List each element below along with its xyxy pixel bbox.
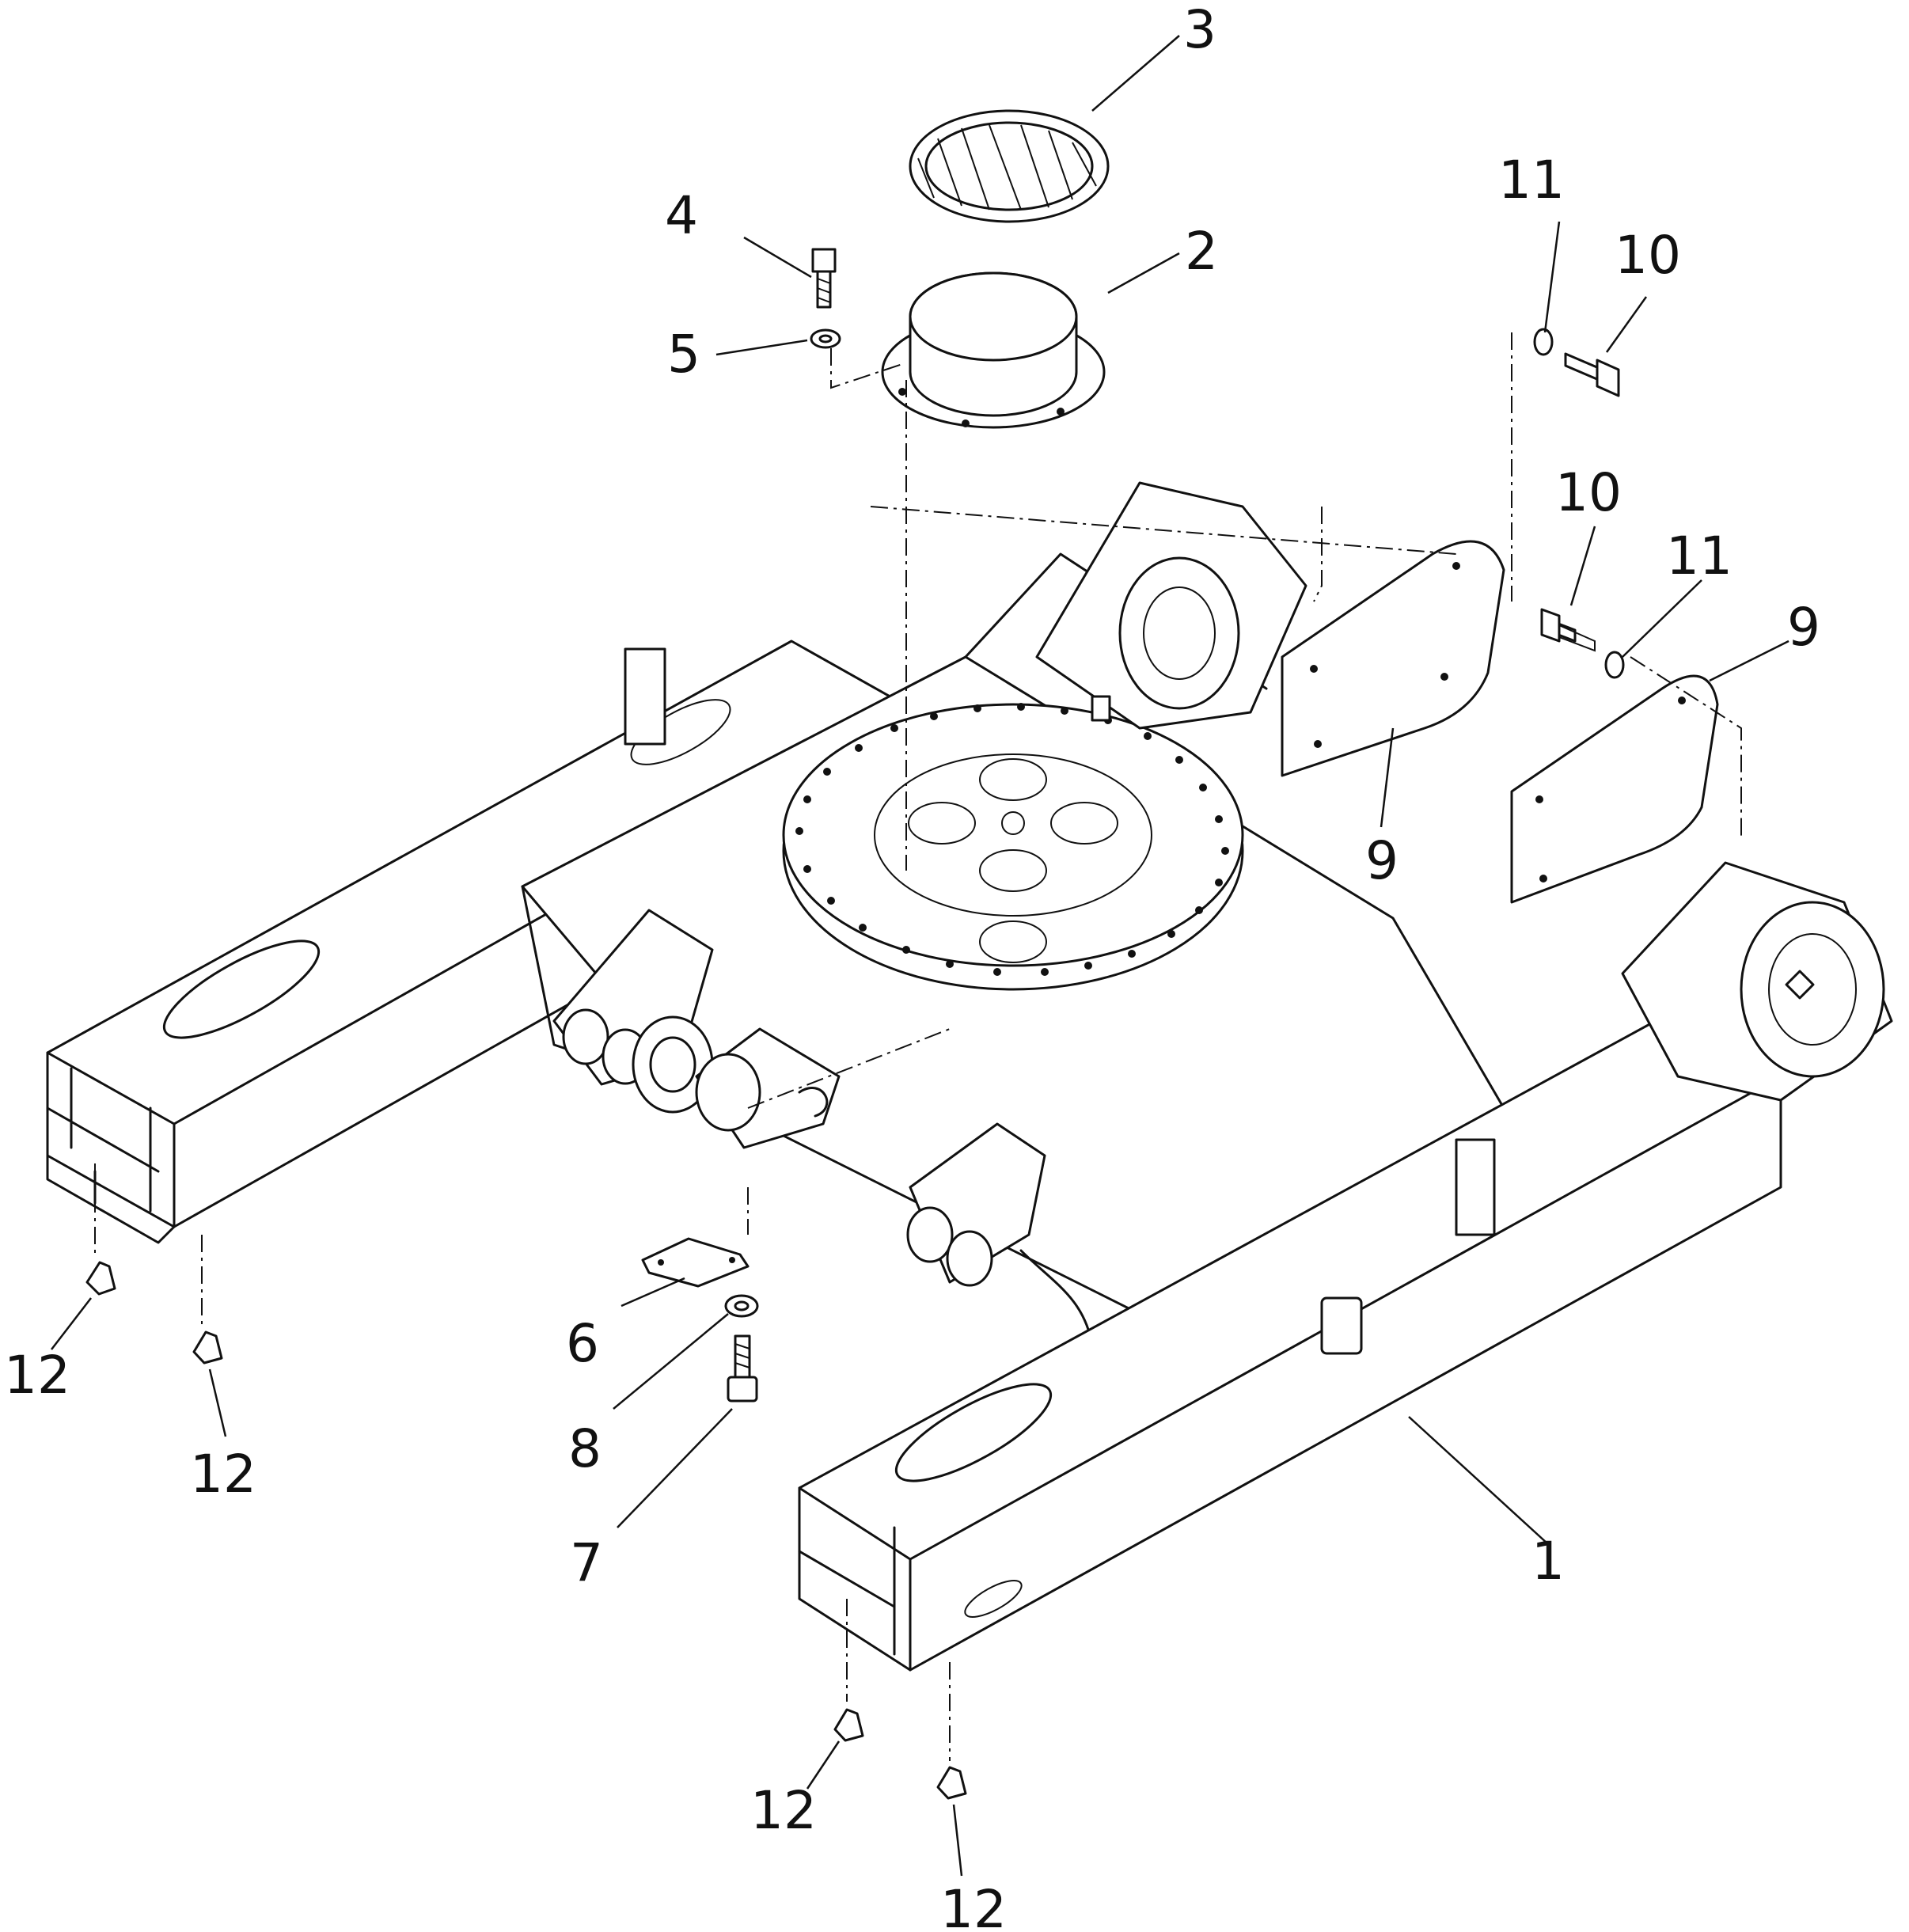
- callout-12-d: 12: [940, 1879, 1007, 1932]
- callout-5: 5: [667, 324, 700, 385]
- callout-2: 2: [1185, 221, 1218, 282]
- seal-ring-part-3: [909, 109, 1110, 223]
- callout-6: 6: [566, 1313, 599, 1374]
- callout-1: 1: [1531, 1531, 1565, 1592]
- callout-7: 7: [570, 1532, 603, 1593]
- callout-12-b: 12: [190, 1444, 256, 1505]
- callout-9-b: 9: [1787, 597, 1820, 658]
- assembly-centerlines: [94, 332, 1742, 1761]
- callout-10-a: 10: [1615, 225, 1681, 286]
- cover-plate-part-6: [641, 1237, 750, 1288]
- washer-part-11-b: [1604, 651, 1625, 679]
- plug-part-12-d: [936, 1766, 967, 1800]
- leader-lines: [51, 35, 1789, 1877]
- ring-bolt-holes: [795, 703, 1229, 976]
- track-frame-part-1: [46, 481, 1893, 1672]
- callout-9-a: 9: [1365, 830, 1399, 891]
- washer-part-11-a: [1533, 328, 1554, 356]
- callout-3: 3: [1183, 0, 1216, 60]
- washer-part-5: [810, 328, 841, 349]
- bolt-part-10-a: [1564, 352, 1620, 397]
- callout-11-a: 11: [1498, 150, 1565, 211]
- cover-part-9-a: [1281, 540, 1505, 777]
- plug-part-12-b: [192, 1330, 223, 1365]
- callout-8: 8: [568, 1418, 602, 1479]
- bolt-part-10-b: [1540, 608, 1596, 652]
- callout-4: 4: [665, 185, 698, 246]
- ring-flange-part-2: [881, 271, 1106, 429]
- cover-part-9-b: [1510, 674, 1719, 904]
- washer-part-8: [724, 1294, 759, 1318]
- plug-part-12-a: [85, 1261, 116, 1296]
- bolt-part-4: [811, 248, 837, 309]
- callout-10-b: 10: [1555, 462, 1622, 523]
- plug-part-12-c: [833, 1708, 864, 1742]
- callout-12-c: 12: [750, 1780, 817, 1841]
- callout-12-a: 12: [4, 1345, 70, 1406]
- bolt-part-7: [727, 1334, 758, 1403]
- callout-labels: 1 2 3 4 5 6 7 8 9 9 10 10 11 11 12 12 12…: [4, 0, 1820, 1932]
- callout-11-b: 11: [1666, 526, 1733, 586]
